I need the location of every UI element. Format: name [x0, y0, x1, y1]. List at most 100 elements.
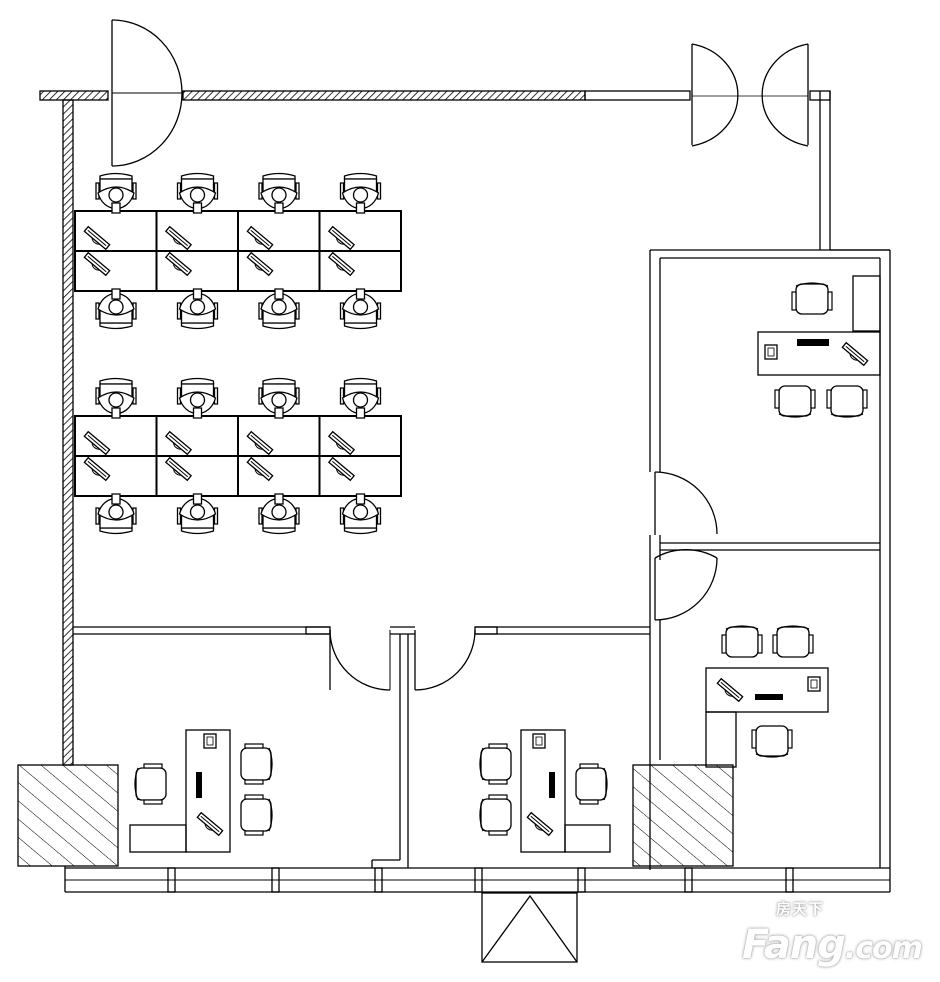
mouse	[336, 442, 345, 450]
chair-part	[274, 202, 284, 214]
mouse	[173, 237, 182, 245]
monitor-line	[87, 434, 107, 452]
chair-part	[180, 172, 215, 180]
chair-part	[99, 527, 133, 535]
wall-top-glass	[584, 90, 691, 101]
chair-seat	[575, 767, 607, 801]
armchair	[791, 282, 833, 315]
chair-part	[343, 322, 378, 330]
chair-back	[603, 767, 608, 801]
keyboard	[549, 772, 555, 798]
mouse	[91, 263, 100, 271]
head	[189, 504, 206, 520]
chair-part	[180, 322, 215, 330]
chair-arm	[244, 794, 264, 800]
chair-with-person	[176, 377, 219, 419]
chair-part	[258, 182, 263, 200]
chair-part	[111, 288, 121, 300]
cabinet	[852, 275, 881, 332]
chair-with-person	[95, 172, 137, 214]
chair-part	[339, 387, 345, 405]
wall-top-right	[809, 90, 831, 101]
chair-part	[180, 377, 215, 385]
chair-arm	[826, 389, 832, 409]
chair-part	[176, 507, 182, 525]
side-cabinet	[564, 824, 611, 853]
chair-with-person	[339, 288, 382, 330]
door-swing-arc	[329, 629, 391, 691]
chair-part	[355, 202, 366, 214]
chair-part	[192, 288, 203, 300]
computer-monitor	[164, 251, 193, 277]
watermark-chinese: 房天下	[776, 900, 825, 918]
office-desk	[185, 729, 231, 853]
chair-part	[213, 182, 219, 200]
chair-part	[262, 527, 296, 535]
chair-with-person	[95, 377, 137, 419]
window-mullion	[474, 867, 483, 893]
mouse	[849, 353, 858, 361]
chair-arm	[143, 763, 163, 769]
chair-with-person	[176, 493, 219, 535]
computer-monitor	[196, 811, 224, 837]
computer-monitor	[327, 225, 356, 251]
chair-seat	[240, 747, 272, 781]
computer-monitor	[246, 430, 274, 456]
side-cabinet	[129, 824, 187, 853]
chair-seat	[795, 283, 829, 315]
armchair	[575, 763, 608, 805]
chair-part	[95, 507, 100, 525]
partition-post	[474, 626, 498, 635]
computer-monitor	[327, 456, 356, 482]
chair-part	[176, 182, 182, 200]
monitor-line	[87, 229, 107, 247]
window-mullion	[271, 867, 280, 893]
chair-part	[295, 182, 300, 200]
mouse	[254, 263, 263, 271]
computer-monitor	[327, 430, 356, 456]
computer-monitor	[83, 225, 111, 251]
armchair	[240, 794, 273, 836]
chair-back	[268, 747, 273, 781]
chair-part	[176, 387, 182, 405]
mouse	[91, 237, 100, 245]
chair-part	[376, 302, 382, 320]
door-swing-arc	[654, 471, 718, 535]
chair-part	[274, 407, 284, 419]
chair-arm	[244, 779, 264, 785]
telephone-keypad	[535, 736, 543, 746]
head	[352, 392, 369, 408]
chair-part	[339, 302, 345, 320]
computer-monitor	[327, 251, 356, 277]
head	[108, 504, 124, 520]
chair-back	[268, 798, 273, 832]
chair-with-person	[258, 288, 300, 330]
chair-arm	[488, 830, 508, 836]
chair-arm	[862, 389, 868, 409]
monitor-line	[168, 434, 189, 452]
chair-with-person	[176, 172, 219, 214]
chair-seat	[830, 385, 864, 417]
head	[271, 504, 287, 520]
mouse	[91, 442, 100, 450]
monitor-line	[331, 434, 352, 452]
chair-seat	[240, 798, 272, 832]
chair-part	[132, 387, 137, 405]
chair-part	[132, 302, 137, 320]
chair-part	[192, 407, 203, 419]
chair-part	[376, 387, 382, 405]
monitor-line	[168, 229, 189, 247]
chair-part	[111, 202, 121, 214]
chair-part	[99, 322, 133, 330]
monitor-line	[845, 345, 865, 363]
partition-post	[305, 626, 331, 635]
window-mullion	[167, 867, 176, 893]
executive-desk	[757, 331, 881, 376]
door-swing-arc	[414, 629, 476, 691]
chair-seat	[755, 725, 789, 757]
monitor-line	[250, 460, 270, 478]
chair-with-person	[258, 172, 300, 214]
entrance	[481, 892, 578, 963]
chair-part	[295, 302, 300, 320]
chair-part	[258, 507, 263, 525]
